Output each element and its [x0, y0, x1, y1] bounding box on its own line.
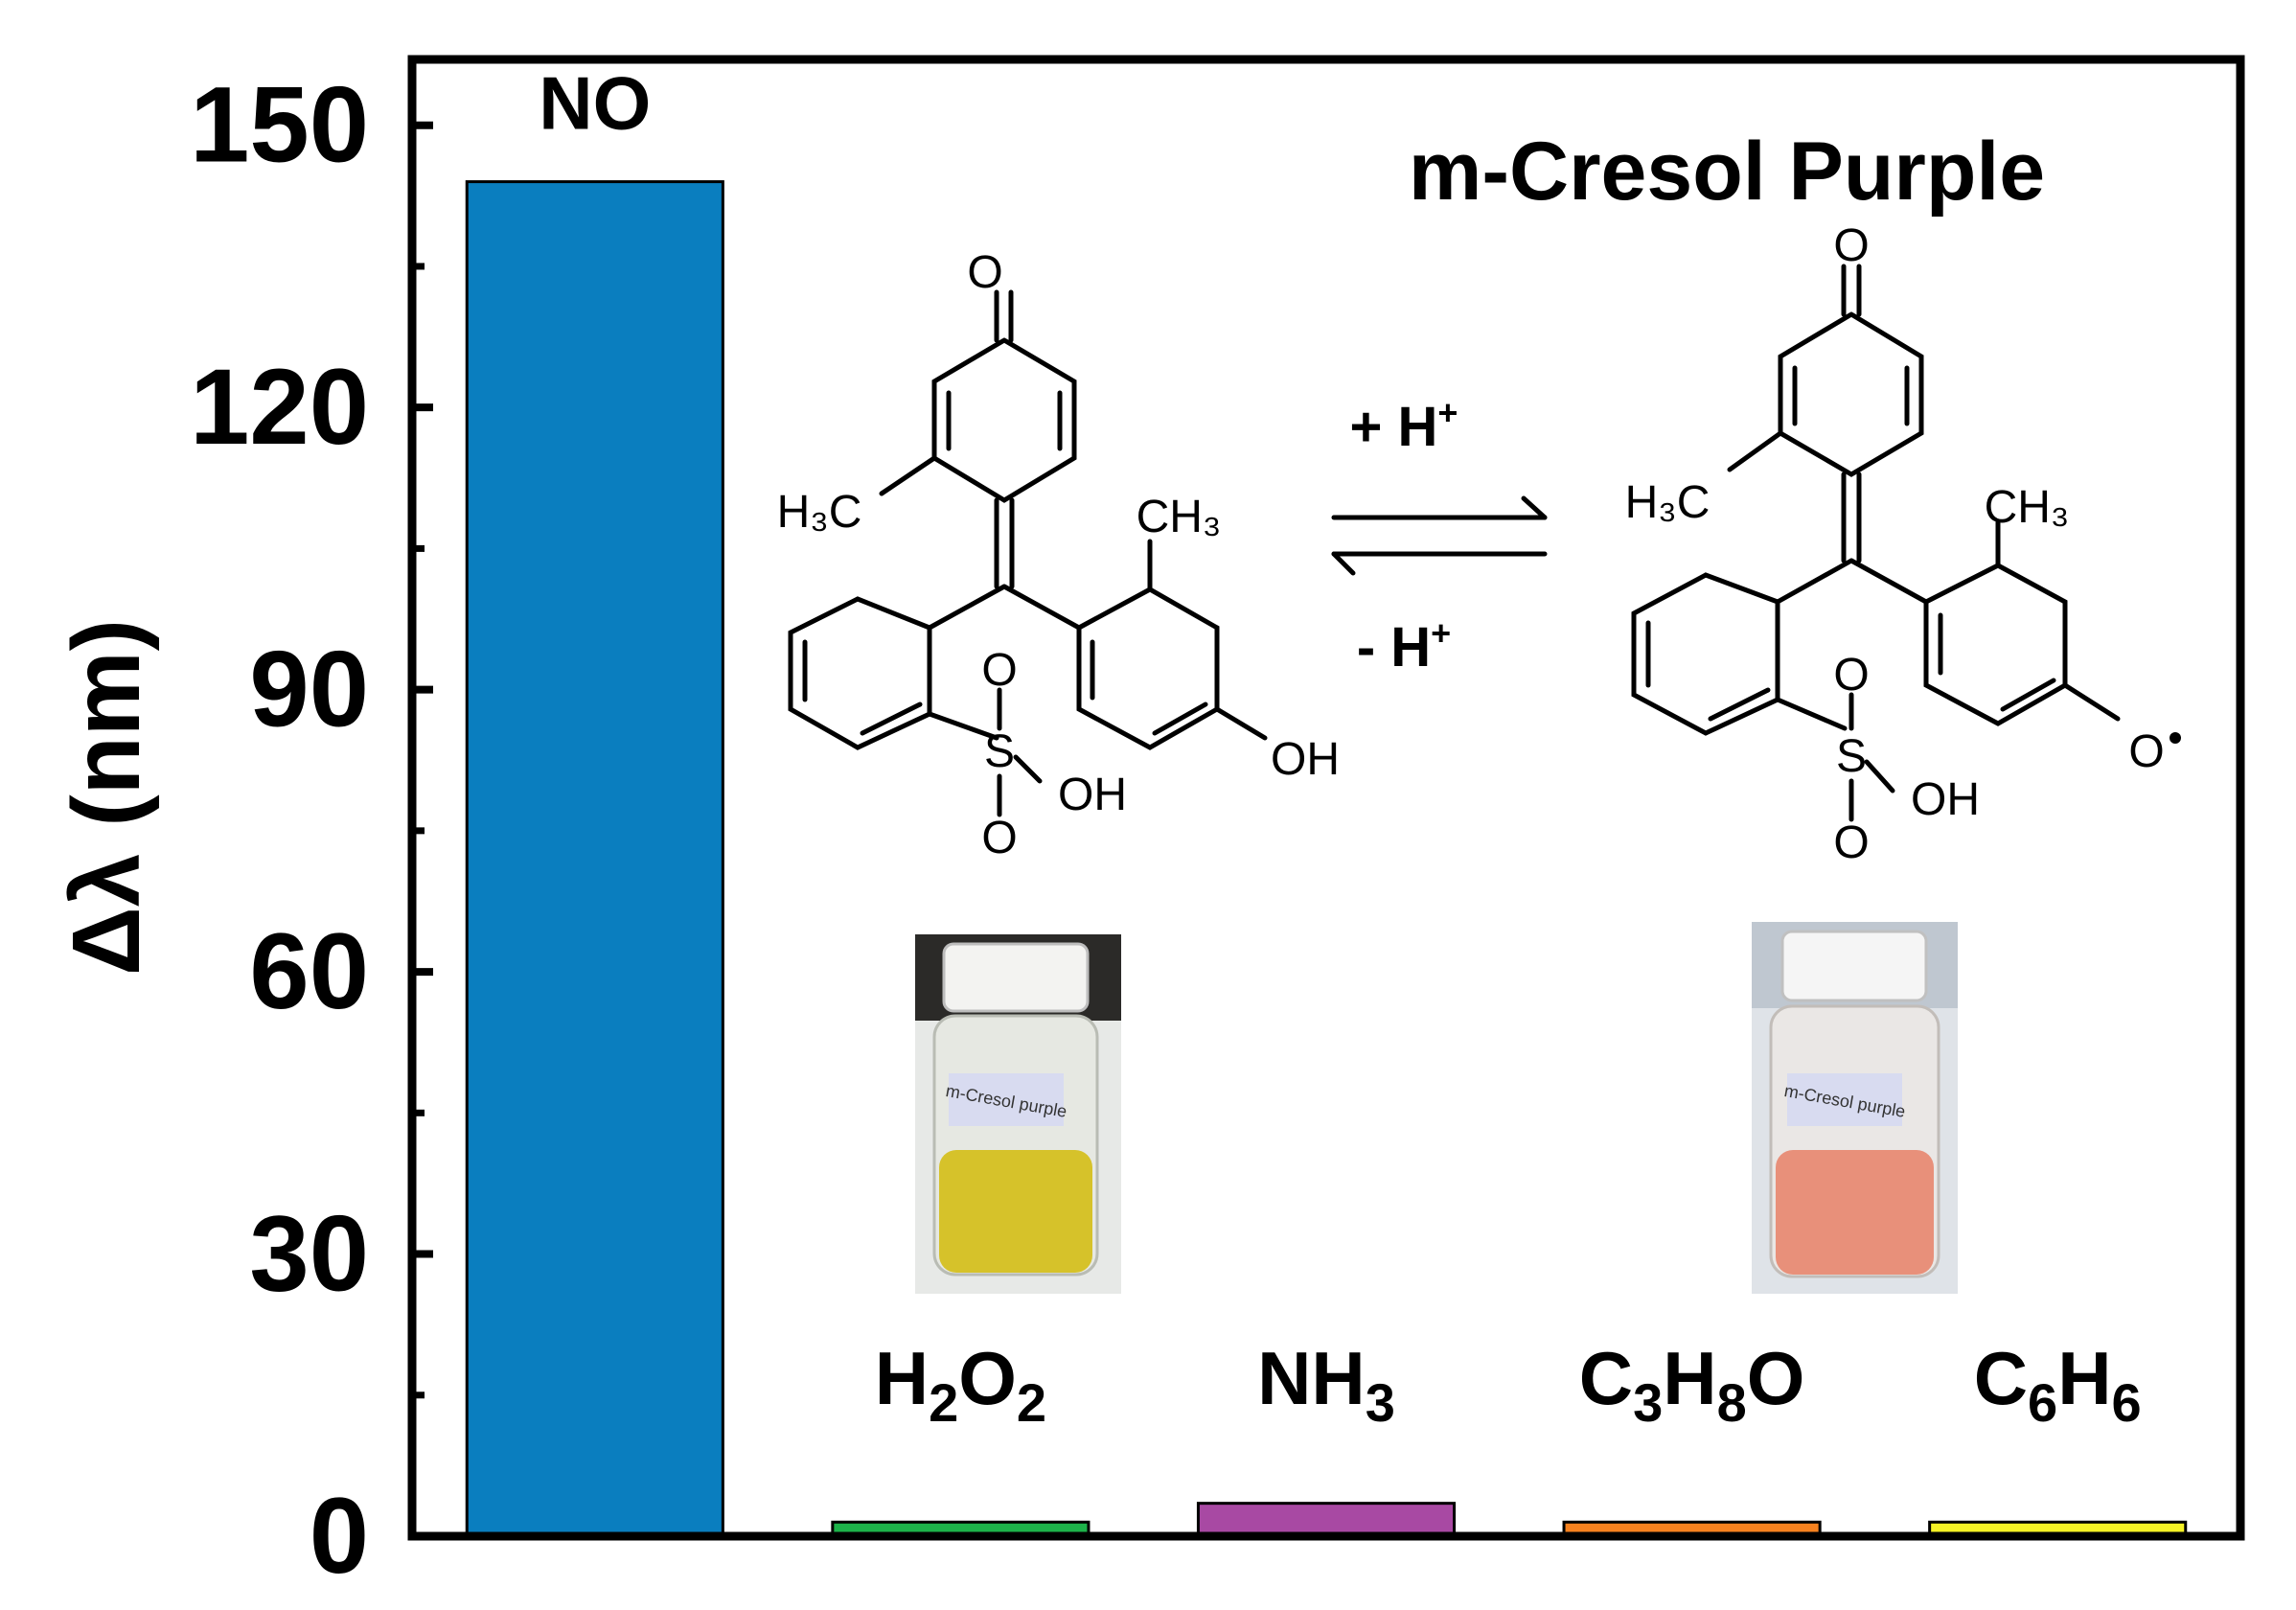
y-tick-label: 150 — [190, 65, 369, 185]
svg-text:H₃C: H₃C — [777, 487, 862, 538]
backward-label: - H+ — [1357, 613, 1451, 678]
svg-text:O: O — [1833, 220, 1869, 271]
bar-labels-group: NO H2O2 NH3 C3H8O C6H6 — [539, 61, 2141, 1433]
svg-text:S: S — [984, 726, 1015, 777]
vial-photo-right: m-Cresol purple — [1752, 922, 1958, 1294]
svg-text:O: O — [1833, 817, 1869, 868]
svg-text:O: O — [981, 645, 1017, 696]
y-axis-ticks: 0 30 60 90 120 150 — [190, 65, 433, 1596]
molecule-structure-left: O H₃C CH₃ OH O S O OH — [777, 247, 1340, 863]
y-tick-label: 0 — [310, 1476, 369, 1596]
bar-label-c6h6: C6H6 — [1974, 1336, 2142, 1433]
y-tick-label: 60 — [249, 911, 369, 1031]
bars-group — [465, 180, 2188, 1538]
svg-text:OH: OH — [1058, 770, 1127, 820]
y-tick-label: 30 — [249, 1194, 369, 1314]
y-tick-label: 90 — [249, 630, 369, 749]
svg-text:S: S — [1836, 731, 1867, 782]
svg-text:O: O — [1833, 650, 1869, 701]
svg-text:OH: OH — [1911, 774, 1980, 825]
plot-frame — [407, 55, 2245, 1541]
svg-text:CH₃: CH₃ — [1137, 492, 1222, 542]
bar-label-no: NO — [539, 61, 651, 146]
svg-text:O: O — [967, 247, 1002, 298]
svg-text:CH₃: CH₃ — [1985, 482, 2070, 533]
equilibrium-arrows: + H+ - H+ — [1331, 393, 1548, 678]
bar-label-nh3: NH3 — [1257, 1336, 1395, 1433]
bar-label-c3h8o: C3H8O — [1579, 1336, 1805, 1433]
forward-label: + H+ — [1350, 393, 1458, 458]
molecule-structure-right: O H₃C CH₃ O O S O OH — [1625, 220, 2181, 868]
y-axis-label: Δλ (nm) — [53, 619, 160, 976]
svg-text:O: O — [2128, 726, 2164, 777]
bar-label-h2o2: H2O2 — [875, 1336, 1046, 1433]
bar-nh3 — [1196, 1502, 1457, 1538]
inset-title: m-Cresol Purple — [1409, 126, 2045, 218]
bar-no — [465, 180, 724, 1538]
y-tick-label: 120 — [190, 347, 369, 467]
svg-text:O: O — [981, 813, 1017, 863]
vial-photo-left: m-Cresol purple — [915, 934, 1121, 1294]
svg-text:OH: OH — [1271, 734, 1340, 785]
svg-text:H₃C: H₃C — [1625, 477, 1711, 528]
